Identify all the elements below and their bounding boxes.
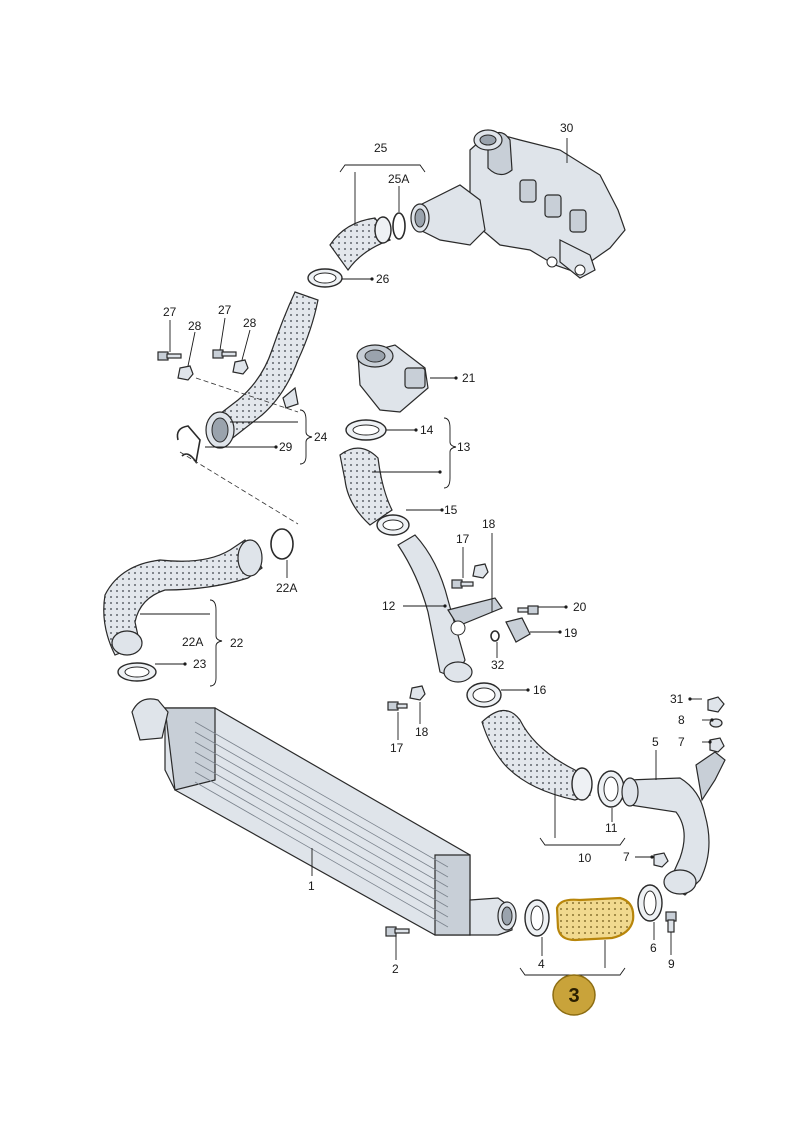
clamp-15[interactable] — [376, 514, 410, 536]
label-27-right: 27 — [218, 303, 232, 317]
bolt-9[interactable] — [665, 911, 677, 933]
clamp-26[interactable] — [307, 268, 343, 288]
label-14: 14 — [420, 423, 434, 437]
part-labels: 30 25 25A 26 27 28 27 28 24 29 21 14 13 … — [163, 121, 685, 976]
label-7-lower: 7 — [623, 850, 630, 864]
pipe-24[interactable] — [205, 291, 319, 449]
bolt-17-lower[interactable] — [387, 701, 408, 711]
label-30: 30 — [560, 121, 574, 135]
label-17-lower: 17 — [390, 741, 404, 755]
callout-badge-3[interactable]: 3 — [552, 974, 596, 1016]
pipe-12[interactable] — [397, 534, 503, 683]
clamp-4[interactable] — [524, 899, 550, 937]
clamp-16[interactable] — [466, 682, 502, 708]
label-11: 11 — [605, 821, 618, 835]
label-13: 13 — [457, 440, 471, 454]
label-22A: 22A — [182, 635, 203, 649]
pipe-5[interactable] — [621, 751, 726, 896]
nut-7-upper[interactable] — [709, 737, 725, 753]
label-25: 25 — [374, 141, 388, 155]
hose-25[interactable] — [329, 216, 392, 272]
bolt-27-left[interactable] — [157, 351, 182, 361]
hose-10[interactable] — [481, 709, 593, 801]
nut-7-lower[interactable] — [653, 852, 669, 868]
nut-18-lower[interactable] — [409, 685, 426, 701]
label-27-left: 27 — [163, 305, 177, 319]
label-1: 1 — [308, 879, 315, 893]
intercooler-1[interactable] — [131, 698, 517, 936]
clip-29[interactable] — [176, 425, 201, 465]
bolt-27-right[interactable] — [212, 349, 237, 359]
turbocharger[interactable] — [469, 129, 626, 279]
clamp-14[interactable] — [345, 419, 387, 441]
label-20: 20 — [573, 600, 587, 614]
nut-28-right[interactable] — [232, 359, 249, 375]
label-6: 6 — [650, 941, 657, 955]
label-23: 23 — [193, 657, 207, 671]
label-18-lower: 18 — [415, 725, 429, 739]
label-22A-top: 22A — [276, 581, 297, 595]
leader-lines — [140, 138, 712, 968]
label-31: 31 — [670, 692, 684, 706]
braces — [209, 164, 626, 976]
label-19: 19 — [564, 626, 578, 640]
seal-22A[interactable] — [270, 528, 294, 560]
label-2: 2 — [392, 962, 399, 976]
clamp-23[interactable] — [117, 662, 157, 682]
label-28-left: 28 — [188, 319, 202, 333]
throttle-body-21[interactable] — [356, 344, 429, 413]
label-8: 8 — [678, 713, 685, 727]
label-32: 32 — [491, 658, 505, 672]
nut-28-left[interactable] — [177, 365, 194, 381]
label-21: 21 — [462, 371, 476, 385]
sensor-19[interactable] — [505, 617, 531, 643]
label-26: 26 — [376, 272, 390, 286]
callout-badge-label: 3 — [568, 985, 579, 1007]
label-29: 29 — [279, 440, 293, 454]
bolt-2[interactable] — [385, 926, 410, 937]
oring-32[interactable] — [490, 630, 500, 642]
label-28-right: 28 — [243, 316, 257, 330]
leader-arrows — [183, 277, 714, 859]
label-5: 5 — [652, 735, 659, 749]
intercooler-fins — [194, 721, 449, 928]
dashed-lines — [179, 377, 299, 525]
clamp-6[interactable] — [637, 884, 663, 922]
label-25A: 25A — [388, 172, 409, 186]
bolt-20[interactable] — [517, 605, 539, 615]
bolt-17-upper[interactable] — [451, 579, 474, 589]
label-12: 12 — [382, 599, 396, 613]
nut-31[interactable] — [707, 696, 725, 713]
turbo-outlet-flange[interactable] — [410, 184, 486, 246]
clamp-11[interactable] — [597, 770, 625, 808]
hose-22[interactable] — [103, 539, 263, 656]
label-9: 9 — [668, 957, 675, 971]
label-4: 4 — [538, 957, 545, 971]
hose-13[interactable] — [339, 447, 393, 526]
nut-18-upper[interactable] — [472, 563, 489, 579]
label-22: 22 — [230, 636, 244, 650]
label-15: 15 — [444, 503, 458, 517]
label-10: 10 — [578, 851, 592, 865]
hose-3-highlighted[interactable] — [555, 896, 635, 942]
label-17-upper: 17 — [456, 532, 470, 546]
seal-25A[interactable] — [392, 212, 406, 240]
label-24: 24 — [314, 430, 328, 444]
label-7-upper: 7 — [678, 735, 685, 749]
label-18-upper: 18 — [482, 517, 496, 531]
label-16: 16 — [533, 683, 547, 697]
